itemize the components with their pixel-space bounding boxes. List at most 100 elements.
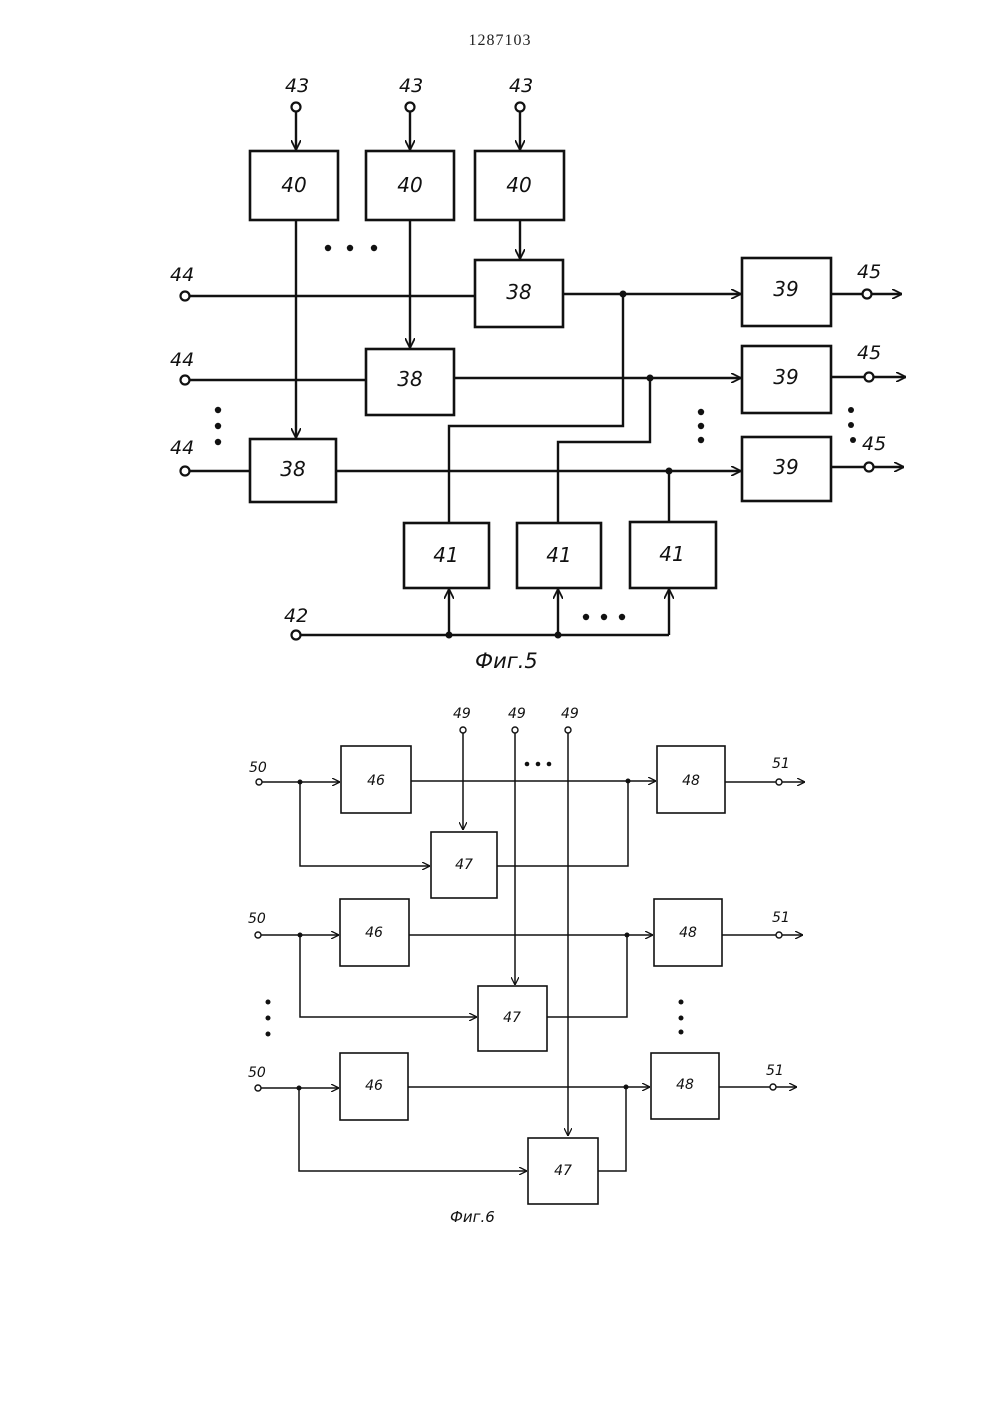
block-48-label: 48 — [679, 925, 697, 941]
terminal-51-label: 51 — [772, 756, 790, 772]
block-38-label: 38 — [506, 280, 531, 304]
ellipsis-dots — [679, 1000, 684, 1035]
block-46: 46 — [341, 746, 411, 813]
terminal-44 — [181, 467, 190, 476]
block-41: 41 — [404, 523, 489, 588]
block-38-label: 38 — [397, 367, 422, 391]
block-39: 39 — [742, 437, 831, 501]
terminal-45-label: 45 — [862, 433, 886, 455]
wire-50-to-47 — [299, 1088, 527, 1171]
terminal-45 — [863, 290, 872, 299]
terminal-43 — [516, 103, 525, 112]
terminal-49 — [512, 727, 518, 733]
block-40-label: 40 — [281, 173, 306, 197]
ellipsis-dots — [848, 407, 856, 443]
terminal-49 — [565, 727, 571, 733]
ellipsis-dots — [266, 1000, 271, 1037]
block-46: 46 — [340, 1053, 408, 1120]
terminal-45 — [865, 463, 874, 472]
terminal-42-label: 42 — [284, 605, 308, 627]
wire-47-to-48 — [547, 935, 627, 1017]
block-47-label: 47 — [503, 1010, 521, 1026]
block-47: 47 — [528, 1138, 598, 1204]
block-39-label: 39 — [773, 277, 798, 301]
block-39-label: 39 — [773, 455, 798, 479]
block-40: 40 — [475, 151, 564, 220]
block-41: 41 — [630, 522, 716, 588]
block-46: 46 — [340, 899, 409, 966]
block-47-label: 47 — [455, 857, 473, 873]
terminal-44 — [181, 376, 190, 385]
block-48: 48 — [657, 746, 725, 813]
block-39: 39 — [742, 258, 831, 326]
terminal-44 — [181, 292, 190, 301]
block-40-label: 40 — [506, 173, 531, 197]
terminal-51 — [770, 1084, 776, 1090]
terminal-51 — [776, 932, 782, 938]
block-47: 47 — [431, 832, 497, 898]
terminal-49 — [460, 727, 466, 733]
ellipsis-dots — [525, 762, 552, 767]
block-47: 47 — [478, 986, 547, 1051]
wire-47-to-48 — [598, 1087, 626, 1171]
terminal-45 — [865, 373, 874, 382]
input-43-group: 43 43 43 — [285, 75, 533, 150]
terminal-44-label: 44 — [170, 264, 194, 286]
block-41-label: 41 — [659, 542, 684, 566]
terminal-50-label: 50 — [248, 911, 266, 927]
ellipsis-dots — [583, 614, 625, 620]
terminal-49-label: 49 — [453, 706, 471, 722]
terminal-51-label: 51 — [766, 1063, 784, 1079]
block-38-label: 38 — [280, 457, 305, 481]
block-48: 48 — [651, 1053, 719, 1119]
terminal-50-label: 50 — [249, 760, 267, 776]
terminal-43 — [406, 103, 415, 112]
terminal-43-label: 43 — [399, 75, 423, 97]
block-38: 38 — [475, 260, 563, 327]
ellipsis-dots — [698, 409, 704, 443]
terminal-45-label: 45 — [857, 261, 881, 283]
block-48-label: 48 — [682, 773, 700, 789]
block-39: 39 — [742, 346, 831, 413]
terminal-50 — [256, 779, 262, 785]
ellipsis-dots — [325, 245, 377, 251]
terminal-43 — [292, 103, 301, 112]
patent-number: 1287103 — [0, 32, 1000, 50]
figure-5: 43 43 43 40 40 40 — [170, 75, 906, 673]
block-40: 40 — [366, 151, 454, 220]
block-48-label: 48 — [676, 1077, 694, 1093]
terminal-49-label: 49 — [508, 706, 526, 722]
block-41: 41 — [517, 523, 601, 588]
figure-5-caption: Фиг.5 — [475, 649, 538, 673]
terminal-44-label: 44 — [170, 349, 194, 371]
block-41-label: 41 — [546, 543, 571, 567]
block-48: 48 — [654, 899, 722, 966]
block-41-label: 41 — [433, 543, 458, 567]
figure-6: 49 49 49 50 46 — [248, 706, 805, 1226]
block-40-label: 40 — [397, 173, 422, 197]
terminal-42 — [292, 631, 301, 640]
block-46-label: 46 — [367, 773, 385, 789]
terminal-45-label: 45 — [857, 342, 881, 364]
block-47-label: 47 — [554, 1163, 572, 1179]
terminal-50 — [255, 1085, 261, 1091]
terminal-51 — [776, 779, 782, 785]
wire-41-feedback — [558, 378, 650, 522]
block-46-label: 46 — [365, 1078, 383, 1094]
figure-6-caption: Фиг.6 — [450, 1208, 495, 1226]
block-40: 40 — [250, 151, 338, 220]
block-39-label: 39 — [773, 365, 798, 389]
wire-47-to-48 — [497, 781, 628, 866]
block-38: 38 — [250, 439, 336, 502]
terminal-49-label: 49 — [561, 706, 579, 722]
terminal-50-label: 50 — [248, 1065, 266, 1081]
terminal-44-label: 44 — [170, 437, 194, 459]
block-38: 38 — [366, 349, 454, 415]
terminal-51-label: 51 — [772, 910, 790, 926]
terminal-43-label: 43 — [285, 75, 309, 97]
terminal-50 — [255, 932, 261, 938]
terminal-43-label: 43 — [509, 75, 533, 97]
block-46-label: 46 — [365, 925, 383, 941]
